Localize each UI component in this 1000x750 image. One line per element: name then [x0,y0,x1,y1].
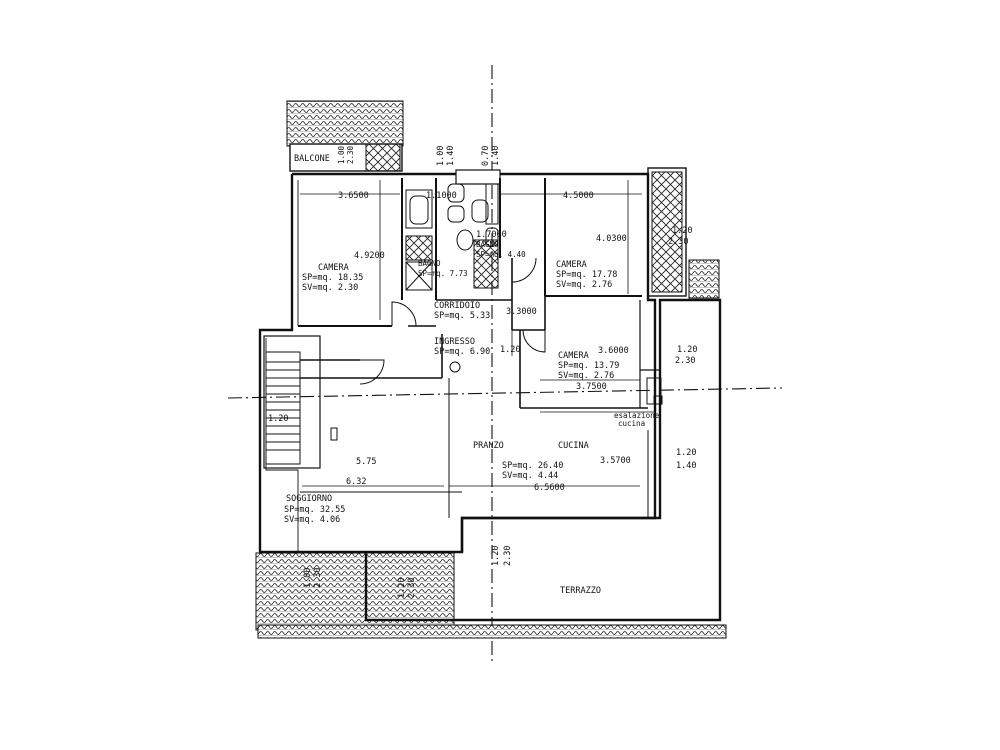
camera-left-sp: SP=mq. 18.35 [302,273,363,283]
right-top-dim-2: 2.30 [668,237,688,247]
camera-right-top-sp: SP=mq. 17.78 [556,270,617,280]
right-mid-dimensions: 1.20 2.30 [675,345,697,366]
cucina-note-2: cucina [618,419,645,428]
camera-right-top-height: 4.0300 [596,234,627,244]
room-bagno-1: BAGNO SP=mq. 7.73 1.1000 [418,191,468,278]
bagno-2-name: BAGNO [476,240,499,249]
soggiorno-name: SOGGIORNO [286,494,332,504]
soggiorno-width: 6.32 [346,477,366,487]
bagno-2-width: 1.7000 [476,230,507,240]
bagno-1-sp: SP=mq. 7.73 [418,269,468,278]
bottom-dimensions: 1.00 2.30 1.20 2.30 1.20 2.30 [303,546,513,598]
hatched-balcony-areas [289,143,687,297]
top-dim-1: 1.00 [436,146,446,166]
soggiorno-sv: SV=mq. 4.06 [284,515,340,525]
balcone-dim-a: 1.00 [337,145,346,164]
corridoio-width: 3.3000 [506,307,537,317]
cucina-note-1: esalazione [614,411,660,420]
room-corridoio: CORRIDOIO SP=mq. 5.33 3.3000 [434,301,537,321]
camera-right-mid-width: 3.6000 [598,346,629,356]
left-stair-dim: 1.20 [268,414,288,424]
cucina-name: CUCINA [558,441,589,451]
right-top-dim-1: 1.20 [672,226,692,236]
camera-right-mid-width2: 3.7500 [576,382,607,392]
right-low-dimensions: 1.20 1.40 [676,448,696,471]
camera-left-sv: SV=mq. 2.30 [302,283,358,293]
corridoio-sp: SP=mq. 5.33 [434,311,490,321]
ingresso-sp: SP=mq. 6.90 [434,347,490,357]
right-low-dim-2: 1.40 [676,461,696,471]
roof-tiles [255,100,727,639]
top-dim-2: 1.40 [446,146,456,166]
soggiorno-sp: SP=mq. 32.55 [284,505,345,515]
balcone-dim-b: 2.30 [346,145,355,164]
right-low-dim-1: 1.20 [676,448,696,458]
top-dim-3: 0.70 [481,146,491,166]
bottom-left-dim-1: 1.00 [303,568,313,588]
camera-right-top-name: CAMERA [556,260,587,270]
room-cucina: esalazione cucina PRANZO CUCINA SP=mq. 2… [473,411,660,493]
camera-right-mid-sp: SP=mq. 13.79 [558,361,619,371]
bottom-center-dim-2: 2.30 [503,546,513,566]
camera-left-height: 4.9200 [354,251,385,261]
room-bagno-2: 1.7000 BAGNO SP=mq. 4.40 [476,230,526,259]
room-balcone: BALCONE 1.00 2.30 [294,145,355,164]
ingresso-dim: 1.20 [500,345,520,355]
soggiorno-height: 5.75 [356,457,376,467]
room-soggiorno: 1.20 5.75 6.32 SOGGIORNO SP=mq. 32.55 SV… [268,414,376,525]
bagno-2-sp: SP=mq. 4.40 [476,250,526,259]
right-mid-dim-1: 1.20 [677,345,697,355]
cucina-sv: SV=mq. 4.44 [502,471,558,481]
terrace-outline [364,298,722,622]
right-top-dimensions: 1.20 2.30 [668,226,692,247]
bottom-center-dim-1: 1.20 [491,546,501,566]
bathroom-fixtures [330,183,663,441]
terrazzo-name: TERRAZZO [560,586,601,596]
room-camera-left: CAMERA SP=mq. 18.35 SV=mq. 2.30 3.6500 4… [302,191,385,293]
room-ingresso: INGRESSO SP=mq. 6.90 1.20 [434,337,520,357]
camera-left-width: 3.6500 [338,191,369,201]
bagno-1-name: BAGNO [418,259,441,268]
camera-right-mid-sv: SV=mq. 2.76 [558,371,614,381]
bottom-mid-dim-1: 1.20 [397,578,407,598]
top-dimensions: 1.00 1.40 0.70 1.40 [436,146,501,166]
cucina-height: 3.5700 [600,456,631,466]
camera-right-top-width: 4.5000 [563,191,594,201]
camera-right-top-sv: SV=mq. 2.76 [556,280,612,290]
pranzo-name: PRANZO [473,441,504,451]
ingresso-name: INGRESSO [434,337,475,347]
top-dim-4: 1.40 [491,146,501,166]
horizontal-axis-line [227,387,783,399]
room-camera-right-mid: CAMERA SP=mq. 13.79 SV=mq. 2.76 3.6000 3… [558,346,629,392]
bottom-mid-dim-2: 2.30 [407,578,417,598]
cucina-sp: SP=mq. 26.40 [502,461,563,471]
balcone-name: BALCONE [294,154,330,164]
bagno-1-width: 1.1000 [426,191,457,201]
right-mid-dim-2: 2.30 [675,356,695,366]
room-camera-right-top: 4.5000 4.0300 CAMERA SP=mq. 17.78 SV=mq.… [556,191,627,290]
cucina-width: 6.5600 [534,483,565,493]
corridoio-name: CORRIDOIO [434,301,480,311]
staircase [265,351,301,465]
bottom-left-dim-2: 2.30 [313,568,323,588]
dimension-lines [300,180,654,487]
door-swings [359,257,546,392]
camera-left-name: CAMERA [318,263,349,273]
camera-right-mid-name: CAMERA [558,351,589,361]
